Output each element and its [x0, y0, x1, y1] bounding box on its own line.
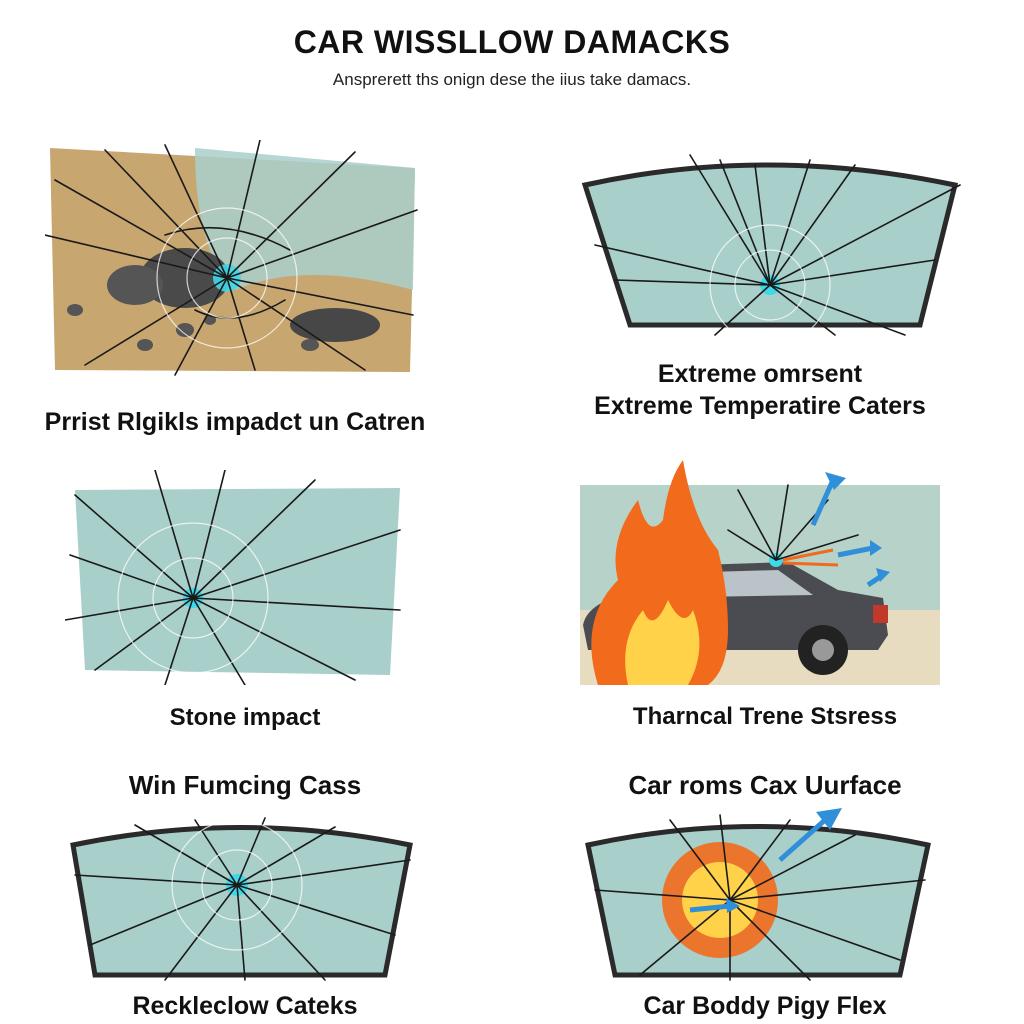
fire-icon [591, 460, 728, 685]
arrow-icon [810, 472, 890, 588]
caption-reckleclow: Reckleclow Cateks [132, 992, 358, 1020]
body-flex-windshield-illustration [580, 800, 935, 985]
page-title: CAR WISSLLOW DAMACKS [293, 24, 731, 60]
arrow-icon [689, 808, 842, 913]
page-subtitle: Ansprerett ths onign dese the iius take … [332, 70, 692, 89]
temperature-windshield-illustration [575, 150, 965, 340]
caption-extreme-1: Extreme omrsent [657, 360, 863, 388]
reckleclow-windshield-illustration [65, 815, 417, 985]
cracked-windshield-icon [70, 817, 413, 981]
rock-impact-illustration [45, 140, 420, 380]
cracked-windshield-icon [581, 154, 961, 340]
caption-thermal-stress: Tharncal Trene Stsress [632, 703, 898, 730]
caption-extreme-2: Extreme Temperatire Caters [594, 392, 926, 420]
cracked-glass-icon [45, 140, 418, 376]
caption-rock-impact: Prrist Rlgikls impadct un Catren [44, 408, 426, 436]
cracked-windshield-icon [585, 808, 931, 981]
caption-stone-impact: Stone impact [169, 704, 321, 731]
caption-car-roms: Car roms Cax Uurface [628, 770, 902, 800]
cracked-glass-icon [65, 470, 401, 685]
stone-impact-illustration [65, 470, 405, 685]
thermal-stress-illustration [578, 460, 943, 690]
caption-win-fumcing: Win Fumcing Cass [128, 770, 362, 800]
caption-body-flex: Car Boddy Pigy Flex [643, 992, 887, 1020]
